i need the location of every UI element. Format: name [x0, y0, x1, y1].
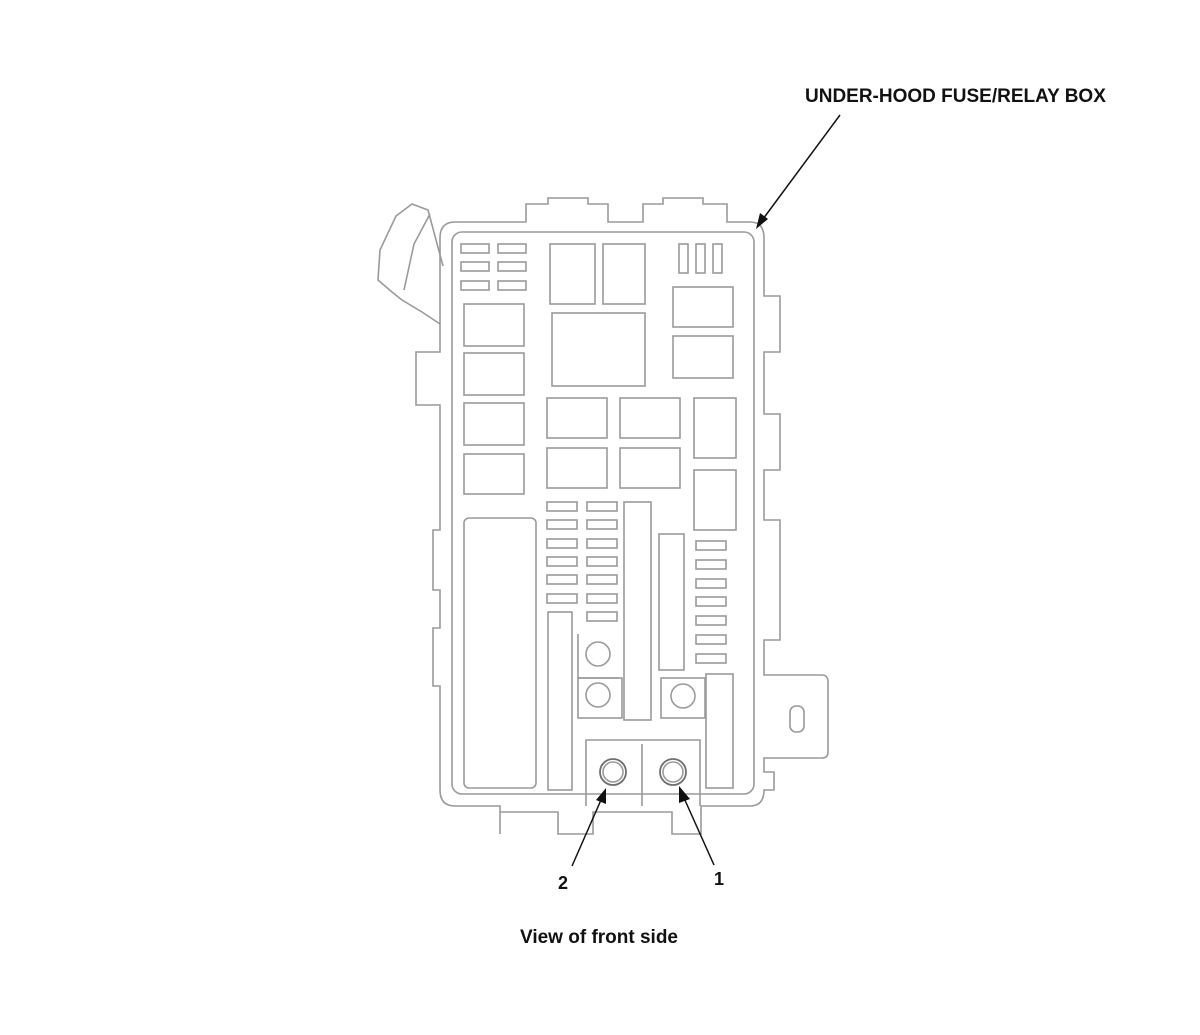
terminal-blocks [577, 634, 706, 719]
leader-line-1 [679, 786, 715, 866]
mini-fuse-group-right [695, 540, 727, 664]
leader-line-2 [571, 788, 606, 867]
box-housing [415, 197, 829, 835]
relay-group-top-center [549, 243, 646, 387]
relay-group-middle [546, 397, 737, 531]
view-caption: View of front side [520, 927, 679, 948]
component-label: UNDER-HOOD FUSE/RELAY BOX [805, 86, 1106, 107]
bracket-slot [789, 705, 805, 733]
mini-fuse-group-center [546, 501, 618, 622]
side-tab-inner [403, 213, 431, 291]
leader-line-fuse-box [756, 114, 841, 229]
large-fuse-block [463, 517, 537, 789]
callout-2-label: 2 [558, 873, 569, 893]
fuse-relay-box [377, 197, 829, 835]
relay-column-left [463, 303, 525, 495]
inner-border [451, 231, 755, 795]
callout-1-label: 1 [714, 869, 725, 889]
side-tab [377, 203, 444, 325]
fuse-strips [547, 501, 734, 791]
terminal-2-stud [599, 758, 627, 786]
relay-group-top-right [672, 243, 734, 379]
terminal-1-stud [659, 758, 687, 786]
mini-fuse-group-top-left [460, 243, 527, 291]
bottom-terminal-area [585, 739, 701, 806]
